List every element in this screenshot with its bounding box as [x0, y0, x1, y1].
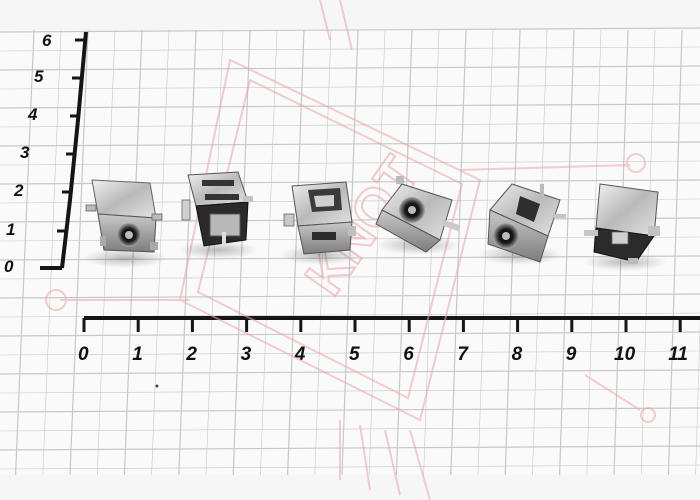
vertical-scale-label: 0 — [4, 257, 14, 276]
grid-line-horizontal — [0, 46, 700, 52]
grid-line-horizontal — [0, 464, 700, 470]
horizontal-scale-label: 0 — [78, 344, 89, 365]
vertical-scale-label: 1 — [6, 220, 15, 239]
horizontal-scale-label: 3 — [241, 344, 252, 365]
horizontal-scale-label: 11 — [668, 344, 688, 365]
horizontal-scale-label: 4 — [294, 344, 306, 365]
grid-line-horizontal — [0, 141, 700, 147]
connector-6 — [583, 183, 667, 271]
connector-2 — [178, 171, 258, 259]
grid-line-horizontal — [0, 388, 700, 394]
horizontal-scale-label: 7 — [457, 344, 469, 365]
grid-line-vertical — [69, 29, 89, 476]
grid-line-horizontal — [0, 350, 700, 356]
horizontal-scale-label: 10 — [614, 344, 636, 365]
vertical-scale-label: 4 — [27, 105, 38, 124]
horizontal-scale-label: 6 — [403, 344, 414, 365]
horizontal-scale-label: 9 — [566, 344, 577, 365]
connector-1 — [83, 179, 167, 268]
grid-line-vertical — [450, 29, 467, 476]
grid-line-horizontal — [0, 27, 700, 33]
horizontal-scale-label: 8 — [512, 344, 523, 365]
horizontal-scale: 0 1 2 3 4 5 6 7 8 9 10 11 — [78, 316, 700, 365]
grid-line-horizontal — [0, 293, 700, 299]
vertical-scale-label: 6 — [42, 31, 52, 50]
grid-line-horizontal — [0, 407, 700, 413]
grid-line-vertical — [695, 318, 700, 476]
grid-line-horizontal — [0, 103, 700, 109]
grid-line-vertical — [15, 29, 35, 476]
vertical-scale: 0 1 2 3 4 5 6 — [4, 31, 88, 276]
grid-line-vertical — [368, 29, 386, 476]
grid-line-horizontal — [0, 160, 700, 166]
grid-line-vertical — [151, 29, 170, 476]
horizontal-scale-label: 2 — [185, 344, 197, 365]
vertical-scale-label: 3 — [20, 143, 30, 162]
vertical-scale-label: 5 — [34, 67, 44, 86]
paper-speck — [155, 384, 159, 388]
grid-line-horizontal — [0, 445, 700, 451]
grid-line-vertical — [260, 29, 278, 476]
connector-5 — [478, 183, 566, 265]
grid-line-horizontal — [0, 331, 700, 337]
horizontal-scale-label: 5 — [349, 344, 360, 365]
grid-line-horizontal — [0, 369, 700, 375]
vertical-scale-label: 2 — [13, 181, 24, 200]
connector-4 — [375, 176, 461, 255]
connector-3 — [280, 181, 360, 265]
grid-line-horizontal — [0, 122, 700, 128]
grid-line-vertical — [42, 29, 62, 476]
grid-line-horizontal — [0, 84, 700, 90]
grid-line-horizontal — [0, 426, 700, 432]
horizontal-scale-label: 1 — [132, 344, 143, 365]
grid-line-horizontal — [0, 65, 700, 71]
grid-line-horizontal — [0, 274, 700, 280]
